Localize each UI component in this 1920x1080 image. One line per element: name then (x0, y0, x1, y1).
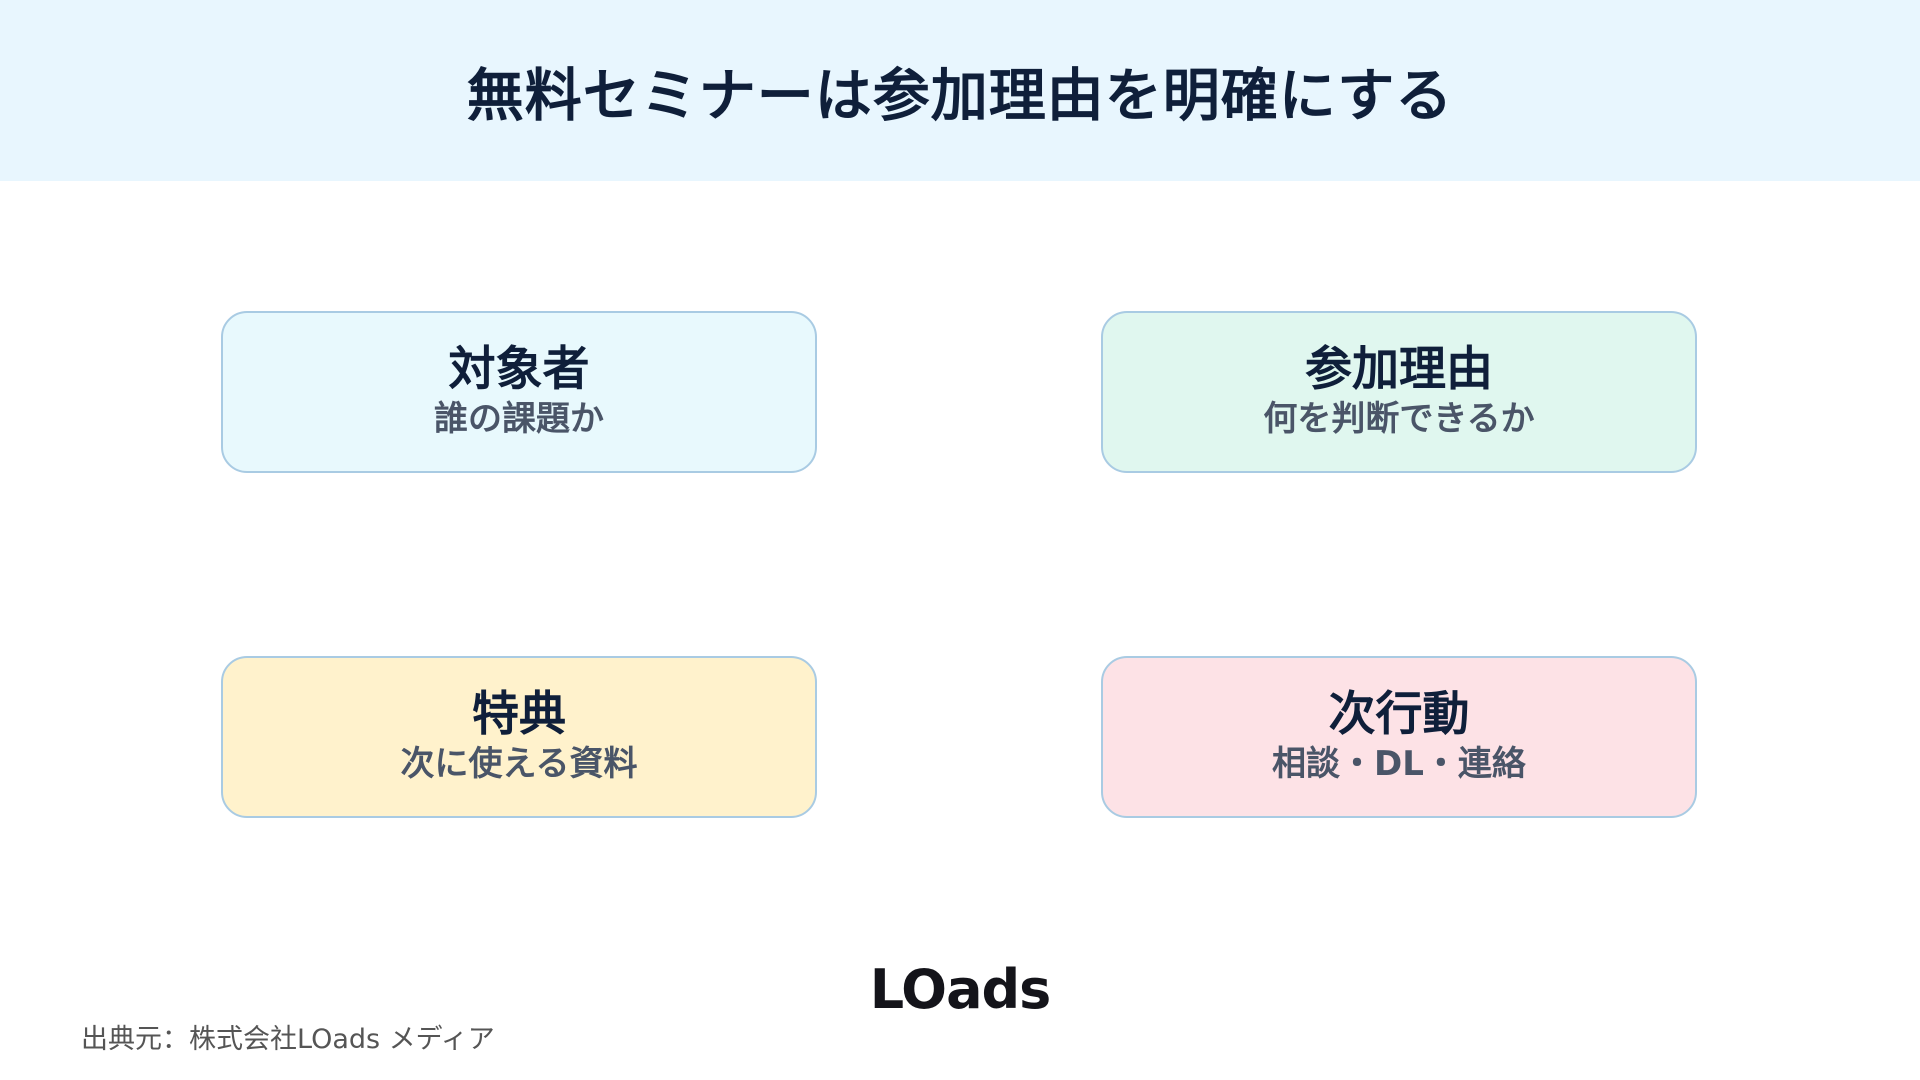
card-title: 次行動 (1328, 687, 1470, 743)
loads-logo: LOads (0, 958, 1920, 1021)
card-benefit: 特典 次に使える資料 (221, 656, 817, 818)
card-title: 参加理由 (1305, 342, 1493, 398)
card-target-audience: 対象者 誰の課題か (221, 311, 817, 473)
logo-text: LOads (869, 958, 1052, 1021)
page-title: 無料セミナーは参加理由を明確にする (466, 62, 1454, 129)
header-band: 無料セミナーは参加理由を明確にする (0, 0, 1920, 181)
card-subtitle: 誰の課題か (434, 398, 604, 439)
card-title: 対象者 (448, 342, 590, 398)
card-subtitle: 相談・DL・連絡 (1272, 743, 1526, 784)
card-participation-reason: 参加理由 何を判断できるか (1101, 311, 1697, 473)
source-credit: 出典元：株式会社LOads メディア (81, 1024, 495, 1055)
card-next-action: 次行動 相談・DL・連絡 (1101, 656, 1697, 818)
card-subtitle: 何を判断できるか (1263, 398, 1535, 439)
card-title: 特典 (472, 687, 566, 743)
card-subtitle: 次に使える資料 (400, 743, 638, 784)
